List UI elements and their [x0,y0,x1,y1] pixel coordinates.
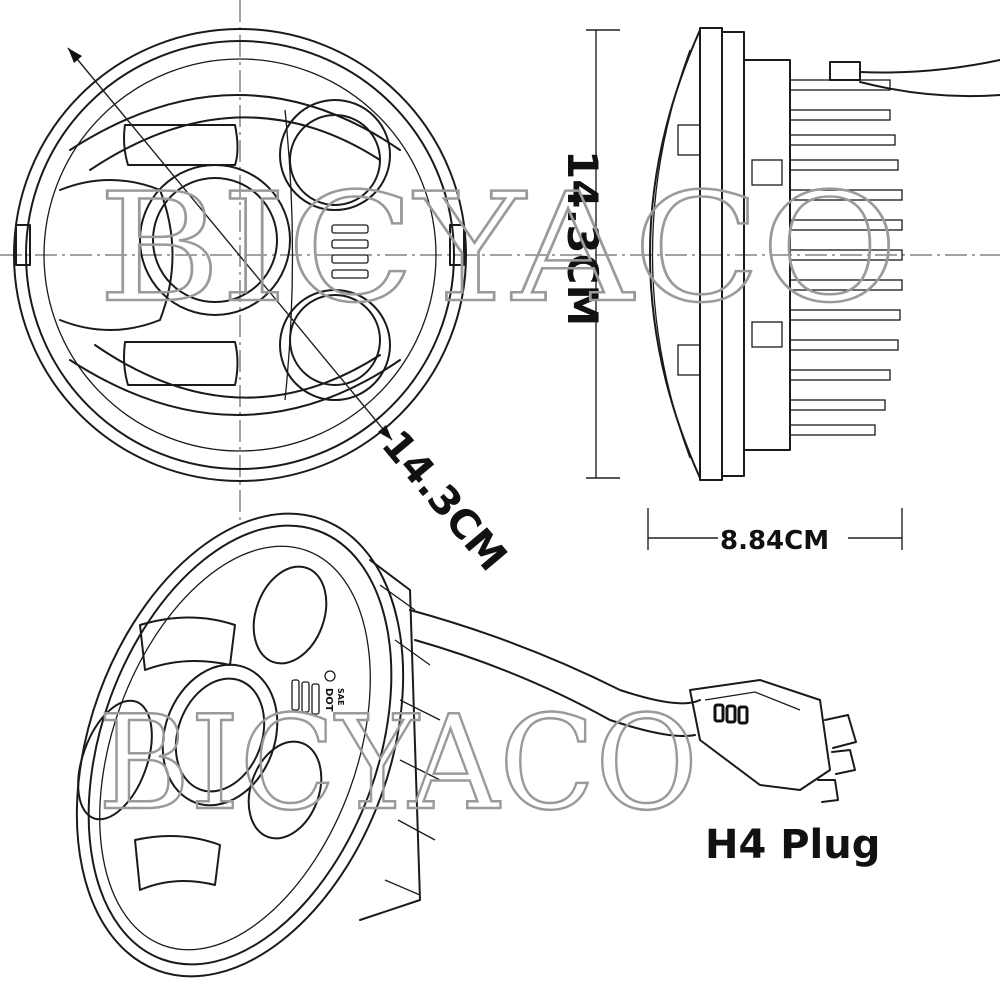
emblem-text-small: SAE [336,688,345,705]
perspective-lower-lamp-block [134,835,221,891]
lower-right-lens [279,289,391,401]
outer-rim-inner [25,40,455,470]
perspective-outer-rim [75,512,405,978]
front-dimension-arrow-bottom [378,425,392,440]
perspective-outer-rim-inner [87,524,393,966]
front-diameter-label: 14.3CM [372,422,515,580]
side-view: 14.3CM 8.84CM [558,27,1000,556]
side-bezel-clip-top [677,124,701,156]
mount-tab-right [449,224,465,266]
side-housing [743,59,791,451]
side-lens-dome-inner [651,49,691,459]
dot-emblem-icon [324,670,336,682]
h4-plug-connector [689,679,857,803]
side-heatsink-fins [789,79,903,436]
center-projector-outer [139,164,291,316]
front-diameter-dimension-line [67,47,393,441]
upper-right-lens [279,99,391,211]
side-height-label: 14.3CM [558,150,607,326]
side-step-top [751,159,783,186]
upper-left-lamp-block [123,124,239,166]
side-step-bottom [751,321,783,348]
mount-tab-left [15,224,31,266]
perspective-lower-right-lens [247,740,323,840]
front-dimension-arrow-top [68,48,82,63]
emblem-text: DOT [323,688,334,712]
lower-left-lamp-block [123,341,239,386]
lens-edge [43,58,437,452]
watermark-bottom: BICYACO [98,687,698,839]
perspective-view: DOT SAE H4 Plug [75,512,880,978]
side-bezel-clip-bottom [677,344,701,376]
reflector-arc-top [69,94,401,151]
perspective-cable-top [409,609,701,705]
inner-divider-arc [284,109,294,401]
watermark-top: BICYACO [98,162,898,336]
perspective-upper-right-lens [252,565,328,665]
perspective-vent-slots [291,679,320,715]
h4-plug-label: H4 Plug [705,822,880,868]
reflector-arc-top-inner [89,116,381,171]
center-projector-inner [152,177,278,303]
side-depth-label: 8.84CM [720,526,829,556]
left-outer-lens [59,179,174,331]
reflector-arc-bottom [69,359,401,416]
perspective-lens-edge [99,545,371,951]
perspective-center-projector [161,663,279,807]
perspective-upper-lamp-block [139,616,236,671]
side-cable-gland [829,61,861,81]
upper-right-lens-inner [289,114,381,206]
reflector-arc-bottom-inner [94,344,381,399]
perspective-left-lens [77,699,153,821]
perspective-center-projector-inner [174,677,266,793]
outer-rim [13,28,467,482]
side-cable-top [859,59,1000,74]
side-cable-bottom [859,81,1000,98]
front-vent-slots [331,224,369,279]
perspective-cable-bottom [414,639,696,737]
